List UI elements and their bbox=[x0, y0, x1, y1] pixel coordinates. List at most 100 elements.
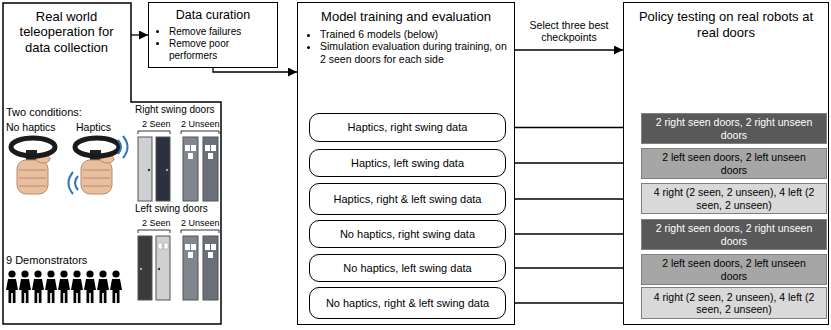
figure-label: Right swing doors bbox=[135, 104, 214, 116]
flow-arrow bbox=[506, 233, 641, 234]
flow-arrow bbox=[131, 34, 148, 35]
door-window bbox=[205, 244, 210, 250]
node-title: No haptics, right & left swing data bbox=[326, 297, 489, 310]
door bbox=[183, 137, 198, 201]
door-window bbox=[208, 252, 213, 258]
node-title: Policy testing on real robots at real do… bbox=[630, 9, 822, 40]
person-icon bbox=[45, 270, 57, 303]
model-box: Haptics, right swing data bbox=[309, 113, 506, 142]
door-handle bbox=[148, 169, 150, 171]
door bbox=[203, 236, 218, 300]
door-handle bbox=[158, 268, 160, 270]
bullet-item: Trained 6 models (below) bbox=[320, 28, 508, 41]
node-title: Real world teleoperation for data collec… bbox=[2, 2, 131, 62]
person-icon bbox=[97, 270, 109, 303]
door-paper bbox=[158, 243, 162, 249]
figure-label: No haptics bbox=[6, 121, 56, 133]
model-box: Haptics, right & left swing data bbox=[309, 183, 506, 215]
door-window bbox=[211, 244, 216, 250]
node-title: 2 left seen doors, 2 left unseen doors bbox=[648, 257, 820, 281]
model-box: No haptics, left swing data bbox=[309, 254, 506, 282]
flow-arrow bbox=[506, 267, 641, 268]
node-title: Haptics, right swing data bbox=[348, 121, 468, 134]
model-box: No haptics, right & left swing data bbox=[309, 287, 506, 319]
node-title: Model training and evaluation bbox=[304, 9, 508, 25]
door bbox=[156, 236, 170, 300]
node-title: No haptics, left swing data bbox=[343, 262, 471, 275]
stage-panel: Policy testing on real robots at real do… bbox=[623, 2, 829, 325]
brackets bbox=[138, 131, 219, 233]
door-window bbox=[185, 244, 190, 250]
node-title: Haptics, right & left swing data bbox=[334, 193, 482, 206]
door bbox=[138, 137, 152, 201]
door-window bbox=[191, 244, 196, 250]
door-window bbox=[191, 145, 196, 151]
demonstrators bbox=[6, 270, 122, 303]
test-box: 4 right (2 seen, 2 unseen), 4 left (2 se… bbox=[641, 287, 827, 319]
haptic-waves bbox=[69, 136, 128, 194]
stage-panel: Model training and evaluationTrained 6 m… bbox=[297, 2, 515, 325]
door bbox=[203, 137, 218, 201]
person-icon bbox=[110, 270, 122, 303]
model-box: Haptics, left swing data bbox=[309, 149, 506, 177]
bracket bbox=[138, 131, 170, 134]
hand-controller bbox=[75, 138, 119, 194]
node-title: 4 right (2 seen, 2 unseen), 4 left (2 se… bbox=[648, 186, 820, 210]
bullet-item: Remove failures bbox=[169, 26, 273, 38]
figure-label: 2 Unseen bbox=[181, 119, 220, 129]
node-title: 4 right (2 seen, 2 unseen), 4 left (2 se… bbox=[648, 291, 820, 315]
left-swing-doors bbox=[138, 236, 218, 300]
figure-label: 2 Seen bbox=[142, 218, 171, 228]
haptic-wave bbox=[118, 140, 121, 154]
bullet-list: Remove failuresRemove poor performers bbox=[153, 26, 273, 62]
door bbox=[183, 236, 198, 300]
flow-arrow bbox=[506, 162, 641, 163]
person-icon bbox=[58, 270, 70, 303]
flow-arrow bbox=[506, 302, 641, 303]
test-box: 2 right seen doors, 2 right unseen doors bbox=[641, 113, 827, 144]
node-title: No haptics, right swing data bbox=[340, 228, 475, 241]
node-title: 2 left seen doors, 2 left unseen doors bbox=[648, 151, 820, 175]
person-icon bbox=[71, 270, 83, 303]
bracket bbox=[181, 230, 219, 233]
flow-arrow bbox=[213, 68, 297, 72]
figure-label: Left swing doors bbox=[135, 203, 208, 215]
test-box: 4 right (2 seen, 2 unseen), 4 left (2 se… bbox=[641, 183, 827, 214]
hand-controller bbox=[11, 138, 55, 194]
flow-arrow bbox=[506, 198, 641, 199]
door-window bbox=[211, 145, 216, 151]
bracket bbox=[181, 131, 219, 134]
door-paper bbox=[164, 243, 168, 249]
test-box: 2 left seen doors, 2 left unseen doors bbox=[641, 148, 827, 179]
door-handle bbox=[140, 268, 142, 270]
person-icon bbox=[6, 270, 18, 303]
test-box: 2 left seen doors, 2 left unseen doors bbox=[641, 254, 827, 285]
haptic-wave bbox=[69, 172, 74, 194]
door-window bbox=[205, 145, 210, 151]
person-icon bbox=[32, 270, 44, 303]
test-box: 2 right seen doors, 2 right unseen doors bbox=[641, 219, 827, 250]
door-window bbox=[188, 252, 193, 258]
figure-label: 9 Demonstrators bbox=[6, 254, 87, 267]
right-swing-doors bbox=[138, 137, 218, 201]
node-title: 2 right seen doors, 2 right unseen doors bbox=[648, 116, 820, 140]
figure-label: Two conditions: bbox=[6, 106, 82, 119]
flow-arrow bbox=[506, 127, 641, 128]
door bbox=[156, 137, 170, 201]
node-title: Haptics, left swing data bbox=[351, 157, 464, 170]
bullet-item: Remove poor performers bbox=[169, 38, 273, 62]
haptic-wave bbox=[75, 176, 78, 190]
person-icon bbox=[19, 270, 31, 303]
door-window bbox=[208, 153, 213, 159]
node-title: 2 right seen doors, 2 right unseen doors bbox=[648, 222, 820, 246]
figure-label: 2 Seen bbox=[142, 119, 171, 129]
figure-label: Haptics bbox=[76, 121, 111, 133]
door-window bbox=[188, 153, 193, 159]
bracket bbox=[138, 230, 170, 233]
node-title: Data curation bbox=[153, 8, 273, 23]
edge-label: Select three best checkpoints bbox=[524, 19, 614, 44]
flow-arrow bbox=[515, 49, 623, 50]
haptic-wave bbox=[123, 136, 128, 158]
process-box: Data curationRemove failuresRemove poor … bbox=[148, 2, 278, 68]
